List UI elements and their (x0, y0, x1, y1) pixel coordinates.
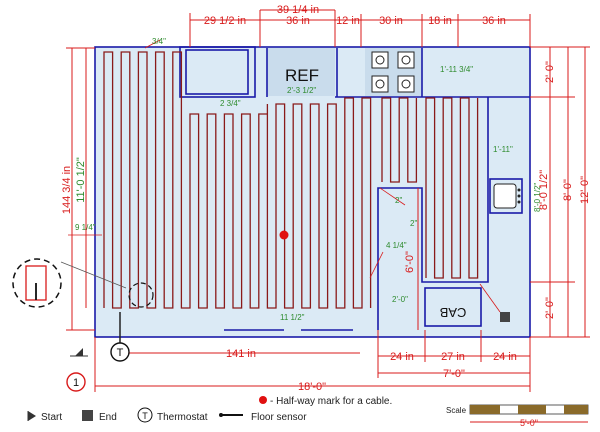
note-2-3-half: 2'-3 1/2" (287, 86, 316, 95)
dim-27: 27 in (441, 351, 465, 363)
dim-30: 30 in (379, 15, 403, 27)
section-marker: 1 (66, 348, 88, 392)
dim-29-1-2: 29 1/2 in (204, 15, 246, 27)
thermostat-icon: T (110, 342, 130, 362)
dim-24-a: 24 in (390, 351, 414, 363)
note-11-1-2: 11 1/2" (280, 313, 305, 322)
cooktop-burners (371, 51, 415, 93)
annotation-leaders (68, 39, 501, 313)
note-3-4: 3/4" (152, 37, 166, 46)
dim-right-12-0: 12'-0" (579, 176, 591, 204)
dim-11-0-half: 11'-0 1/2" (75, 157, 87, 203)
dim-24-b: 24 in (493, 351, 517, 363)
refrigerator-area (267, 48, 335, 96)
thermostat-legend-icon (137, 407, 153, 423)
note-9-1-4: 9 1/4" (75, 223, 96, 232)
left-dimensions (66, 47, 95, 331)
cable-end-marker (500, 312, 510, 322)
note-4-1-4: 4 1/4" (386, 241, 407, 250)
dim-141: 141 in (226, 348, 256, 360)
svg-text:T: T (142, 411, 148, 421)
note-2-a: 2" (395, 196, 402, 205)
legend-thermostat: Thermostat (157, 412, 208, 423)
right-dimensions (530, 46, 590, 338)
dim-18-0: 18'-0" (298, 381, 326, 393)
dim-39-1-4: 39 1/4 in (277, 4, 319, 16)
legend-floor-sensor: Floor sensor (251, 412, 307, 423)
legend: Start End T Thermostat Floor sensor (27, 407, 307, 423)
scale-value: 5'-0" (520, 418, 538, 428)
dim-right-2-0-top: 2'-0" (544, 61, 556, 83)
scale-bar: Scale 5'-0" (446, 404, 589, 428)
dim-7-0: 7'-0" (443, 368, 465, 380)
legend-halfway-dot (259, 396, 267, 404)
sink-icon (493, 183, 521, 209)
dim-18: 18 in (428, 15, 452, 27)
note-2-b: 2" (410, 219, 417, 228)
dim-36-b: 36 in (482, 15, 506, 27)
note-1-11: 1'-11" (493, 145, 513, 154)
top-dimensions (189, 9, 531, 47)
end-icon (82, 410, 93, 421)
refrigerator-label: REF (285, 66, 319, 85)
svg-text:T: T (117, 347, 124, 359)
scale-label: Scale (446, 406, 467, 415)
dim-36-a: 36 in (286, 15, 310, 27)
heating-cable (103, 51, 479, 309)
note-8-0-half: 8'-0 1/2" (533, 183, 542, 212)
note-2-0: 2'-0" (392, 295, 408, 304)
legend-end: End (99, 412, 117, 423)
dim-right-2-0-bottom: 2'-0" (544, 297, 556, 319)
legend-halfway-label: - Half-way mark for a cable. (270, 396, 392, 407)
dim-12: 12 in (336, 15, 360, 27)
walls (94, 46, 531, 338)
dim-right-8-0-half: 8'-0 1/2" (538, 170, 550, 210)
halfway-mark (279, 230, 289, 240)
start-icon (28, 411, 36, 421)
note-1-11-3-4: 1'-11 3/4" (440, 65, 473, 74)
dim-right-8-0: 8'-0" (562, 179, 574, 201)
cabinet-label: CAB (440, 305, 467, 320)
dim-144-3-4: 144 3/4 in (61, 166, 73, 214)
note-2-3-4: 2 3/4" (220, 99, 241, 108)
legend-start: Start (41, 412, 62, 423)
svg-text:1: 1 (73, 377, 79, 389)
thermostat-detail (12, 258, 154, 308)
dim-interior-6-0: 6'-0" (404, 251, 416, 273)
bottom-dimensions (94, 330, 531, 392)
